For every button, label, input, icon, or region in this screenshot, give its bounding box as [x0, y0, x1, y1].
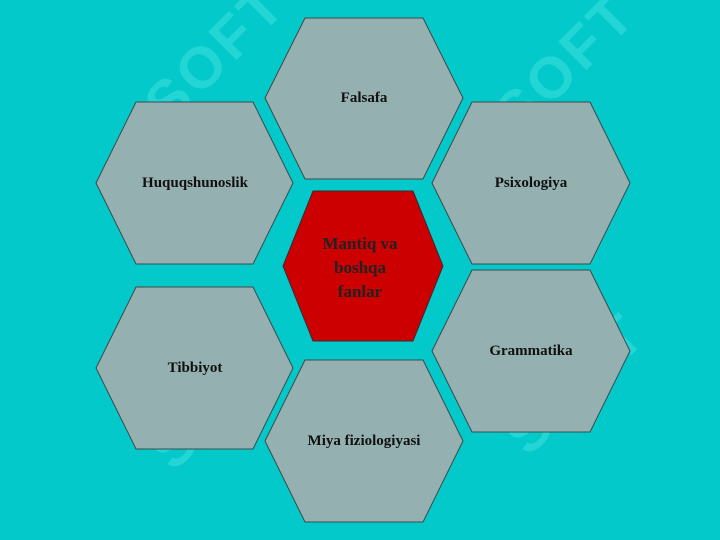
hex-psixologiya[interactable]	[431, 101, 631, 265]
label-huquqshunoslik: Huquqshunoslik	[142, 175, 248, 191]
hex-huquqshunoslik[interactable]	[95, 101, 294, 265]
label-grammatika: Grammatika	[489, 343, 573, 359]
center-label-line: boshqa	[334, 258, 386, 277]
center-label: Mantiq va boshqa fanlar	[290, 232, 430, 304]
hex-center[interactable]	[282, 190, 444, 342]
hex-falsafa[interactable]	[264, 17, 464, 180]
label-falsafa: Falsafa	[340, 90, 388, 106]
hex-grammatika[interactable]	[431, 269, 631, 433]
hex-miya-fiziologiyasi[interactable]	[264, 359, 464, 523]
center-label-line: fanlar	[337, 282, 383, 301]
label-tibbiyot: Tibbiyot	[167, 360, 223, 376]
label-miya-fiziologiyasi: Miya fiziologiyasi	[307, 433, 421, 449]
hex-tibbiyot[interactable]	[95, 286, 294, 450]
center-label-line: Mantiq va	[322, 234, 398, 253]
label-psixologiya: Psixologiya	[494, 175, 568, 191]
